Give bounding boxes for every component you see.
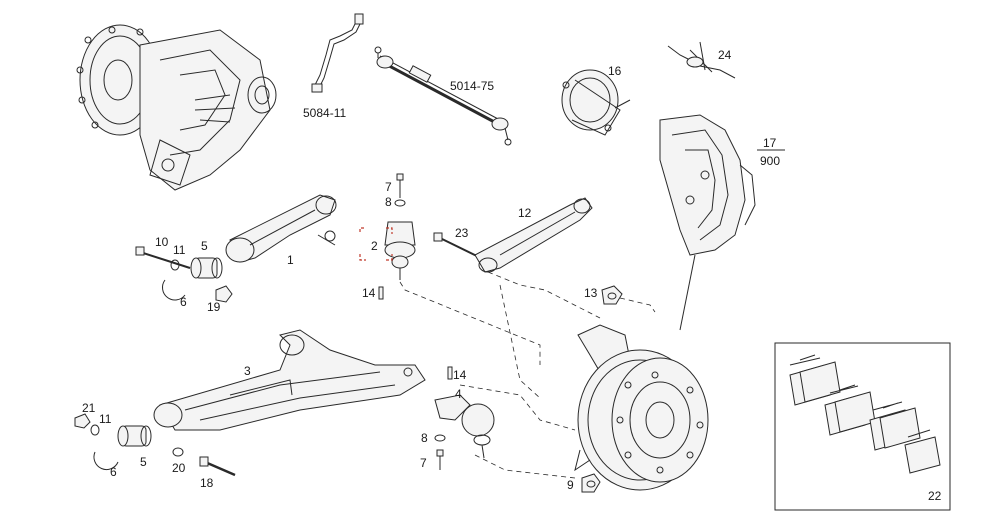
label-5014-75: 5014-75 bbox=[450, 79, 495, 93]
washer-8-lower[interactable] bbox=[434, 434, 446, 442]
brake-chamber-16[interactable] bbox=[561, 69, 631, 136]
label-24: 24 bbox=[718, 48, 732, 62]
label-5-lower: 5 bbox=[140, 455, 147, 469]
bushing-5-lower[interactable] bbox=[117, 425, 152, 447]
brake-caliper-17[interactable] bbox=[659, 114, 756, 256]
label-900: 900 bbox=[760, 154, 781, 168]
label-14-lower: 14 bbox=[453, 368, 467, 382]
label-7-top: 7 bbox=[385, 180, 392, 194]
bushing-5-upper[interactable] bbox=[190, 257, 223, 279]
label-17: 17 bbox=[763, 136, 777, 150]
washer-11-lower[interactable] bbox=[90, 424, 100, 436]
upper-control-arm-1[interactable] bbox=[225, 194, 337, 263]
label-19: 19 bbox=[207, 300, 221, 314]
label-2: 2 bbox=[371, 239, 378, 253]
label-9: 9 bbox=[567, 478, 574, 492]
label-3: 3 bbox=[244, 364, 251, 378]
label-7-lower: 7 bbox=[420, 456, 427, 470]
label-22: 22 bbox=[928, 489, 942, 503]
bolt-7-lower[interactable] bbox=[436, 449, 444, 470]
bolt-7-top[interactable] bbox=[396, 173, 404, 198]
label-14-top: 14 bbox=[362, 286, 376, 300]
washer-11-upper[interactable] bbox=[170, 259, 180, 271]
bolt-10[interactable] bbox=[135, 246, 191, 269]
knuckle-disc-assembly[interactable] bbox=[574, 324, 709, 491]
label-8-top: 8 bbox=[385, 195, 392, 209]
label-20: 20 bbox=[172, 461, 186, 475]
pin-14-top[interactable] bbox=[378, 286, 384, 300]
label-6-lower: 6 bbox=[110, 465, 117, 479]
label-5-upper: 5 bbox=[201, 239, 208, 253]
tie-rod-5014-75[interactable] bbox=[374, 46, 512, 146]
label-4: 4 bbox=[455, 387, 462, 401]
axle-hub-assembly[interactable] bbox=[76, 24, 277, 191]
ball-joint-2-marker bbox=[359, 227, 393, 261]
ball-joint-4[interactable] bbox=[434, 394, 495, 459]
label-8-lower: 8 bbox=[421, 431, 428, 445]
bolt-18[interactable] bbox=[199, 456, 236, 477]
label-1: 1 bbox=[287, 253, 294, 267]
nut-13[interactable] bbox=[601, 285, 623, 305]
wear-sensor-24[interactable] bbox=[667, 41, 736, 79]
ball-joint-2[interactable] bbox=[384, 221, 416, 280]
label-13: 13 bbox=[584, 286, 598, 300]
label-11-lower: 11 bbox=[99, 412, 112, 426]
assembly-lines bbox=[399, 271, 656, 479]
brake-pad-inset[interactable] bbox=[774, 342, 951, 511]
clip-6-upper[interactable] bbox=[162, 279, 186, 301]
label-16: 16 bbox=[608, 64, 622, 78]
clip-6-lower[interactable] bbox=[93, 451, 119, 471]
washer-20[interactable] bbox=[172, 447, 184, 457]
label-21: 21 bbox=[82, 401, 96, 415]
label-10: 10 bbox=[155, 235, 169, 249]
lower-control-arm-3[interactable] bbox=[153, 329, 426, 431]
leader-caliper bbox=[679, 254, 696, 331]
label-5084-11: 5084-11 bbox=[303, 106, 347, 120]
abs-sensor-5084-11[interactable] bbox=[311, 13, 364, 93]
nut-9[interactable] bbox=[581, 473, 601, 493]
nut-19[interactable] bbox=[215, 285, 233, 303]
nut-21[interactable] bbox=[74, 413, 91, 429]
pin-14-lower[interactable] bbox=[447, 366, 453, 380]
washer-8-top[interactable] bbox=[394, 199, 406, 207]
label-12: 12 bbox=[518, 206, 532, 220]
label-6-upper: 6 bbox=[180, 295, 187, 309]
label-18: 18 bbox=[200, 476, 214, 490]
label-23: 23 bbox=[455, 226, 469, 240]
label-11-upper: 11 bbox=[173, 243, 186, 257]
steering-arm-12[interactable] bbox=[474, 197, 593, 273]
